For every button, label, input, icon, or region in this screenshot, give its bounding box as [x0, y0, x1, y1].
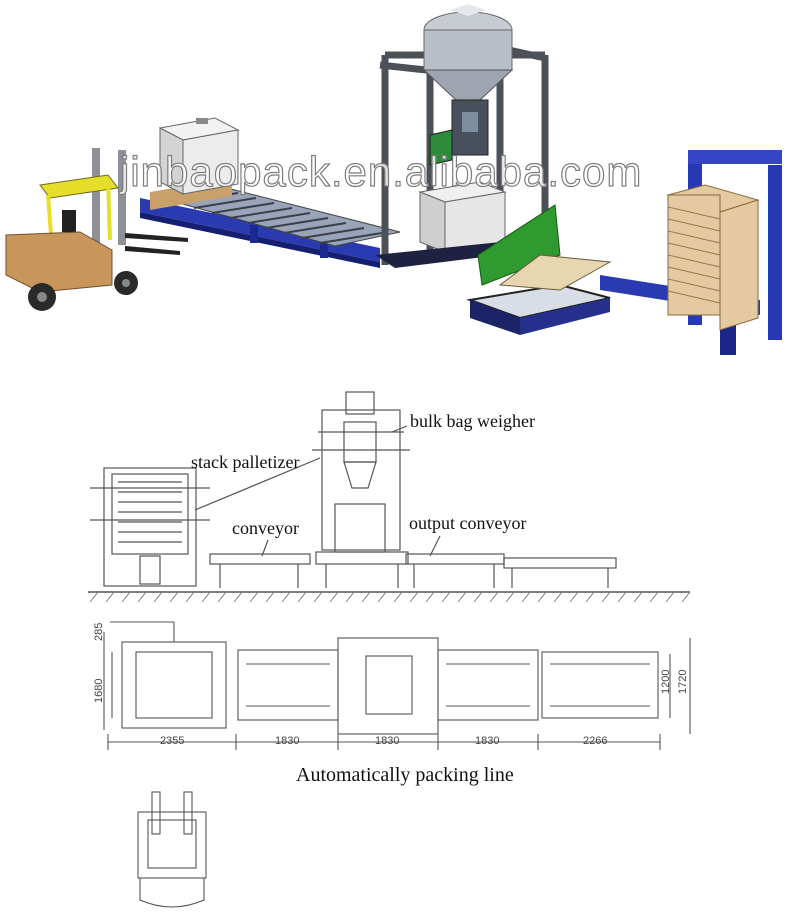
forklift-plan-drawing [137, 791, 207, 908]
ibc-container-left [150, 117, 240, 210]
watermark-text: jinbaopack.en.alibaba.com [119, 147, 643, 195]
3d-render [5, 4, 782, 355]
dim-left-height: 1680 [93, 678, 105, 703]
dim-top-offset: 285 [93, 622, 105, 641]
label-stack-palletizer: stack palletizer [191, 452, 300, 472]
hopper-silo [422, 4, 514, 101]
dim-right-outer: 1720 [677, 669, 689, 694]
dim-segment-3: 1830 [375, 735, 400, 747]
forklift [5, 148, 188, 311]
dim-segment-2: 1830 [275, 735, 300, 747]
blue-conveyor-frame [140, 198, 380, 268]
dim-right-inner: 1200 [660, 669, 672, 694]
plan-view-drawing [103, 621, 691, 750]
dim-segment-4: 1830 [475, 735, 500, 747]
weighing-head [429, 99, 489, 166]
figure-caption: Automatically packing line [296, 764, 514, 786]
pallet-stack [666, 184, 760, 331]
label-conveyor: conveyor [232, 518, 299, 538]
side-elevation-drawing [88, 391, 691, 603]
label-output-conveyor: output conveyor [409, 513, 527, 533]
dim-segment-1: 2355 [160, 735, 185, 747]
label-bulk-bag-weigher: bulk bag weigher [410, 411, 535, 431]
dim-segment-5: 2266 [583, 735, 608, 747]
output-conveyor [466, 204, 612, 335]
